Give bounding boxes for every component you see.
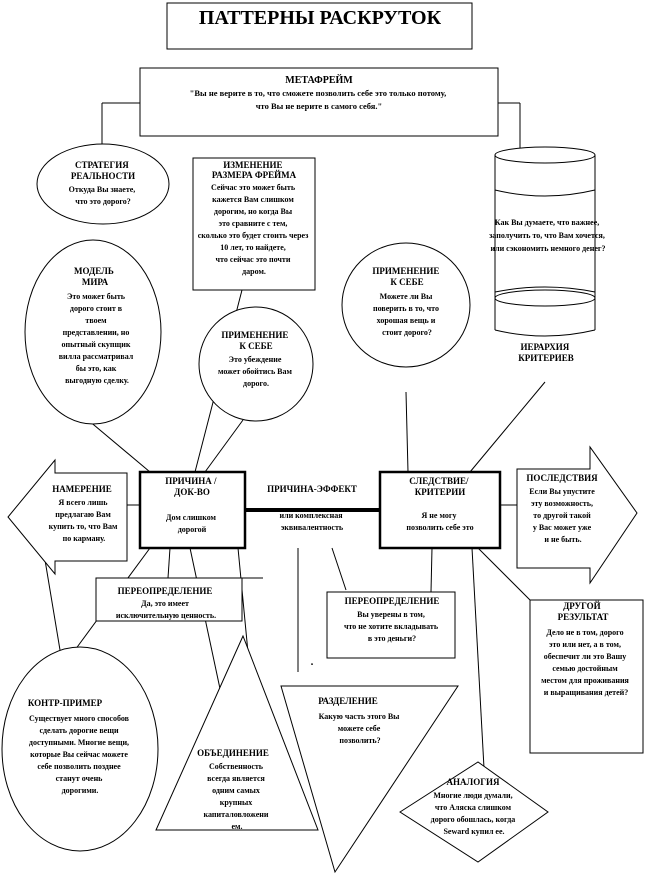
hierarchy-cylinders [494,146,596,337]
redefine-right-node [326,591,456,659]
reality-strategy-text: Откуда Вы знаете, что это дорого? [69,185,138,206]
cause-effect-label: ПРИЧИНА-ЭФФЕКТ [267,484,357,494]
chunk-up-text: Собственность всегда является одним самы… [204,762,271,831]
self-apply-left-node [198,306,314,422]
line-effect-outcome [477,547,531,601]
dot-mark: . [311,656,314,668]
title-box [166,2,473,50]
world-model-heading: МОДЕЛЬ МИРА [74,266,116,287]
intention-heading: НАМЕРЕНИЕ [52,484,112,494]
frame-size-text: Сейчас это может быть кажется Вам слишко… [198,183,311,276]
chunk-up-node [155,634,319,831]
redefine-right-heading: ПЕРЕОПРЕДЕЛЕНИЕ [345,596,440,606]
self-apply-right-text: Можете ли Вы поверить в то, что хорошая … [373,292,441,337]
another-outcome-node [529,599,644,754]
cause-node [138,470,247,550]
world-model-text: Это может быть дорого стоит в твоем пред… [59,292,136,385]
redefine-right-text: Вы уверены в том, что не хотите вкладыва… [344,610,440,643]
line-effect-redefine [430,547,433,593]
intention-text: Я всего лишь предлагаю Вам купить то, чт… [49,498,120,543]
metaframe-text: "Вы не верите в то, что сможете позволит… [190,88,449,111]
redefine-left-heading: ПЕРЕОПРЕДЕЛЕНИЕ [118,586,213,596]
line-effect-hierarchy [469,381,546,473]
line-split-left [331,547,347,591]
line-cause-worldmodel [87,419,151,473]
counter-example-node [1,646,159,852]
line-intention-counter [44,559,61,651]
intention-node [7,458,128,576]
chunk-down-node [280,685,459,874]
reality-strategy-heading: СТРАТЕГИЯ РЕАЛЬНОСТИ [71,160,135,181]
analogy-text: Многие люди думали, что Аляска слишком д… [431,791,518,836]
hierarchy-label: ИЕРАРХИЯ КРИТЕРИЕВ [518,342,574,363]
cause-heading: ПРИЧИНА / ДОК-ВО [165,476,219,497]
analogy-node [399,761,549,863]
consequence-heading: ПОСЛЕДСТВИЯ [526,473,598,483]
another-outcome-text: Дело не в том, дорого это или нет, а в т… [541,628,631,697]
consequence-node [516,445,638,585]
chunk-down-heading: РАЗДЕЛЕНИЕ [318,696,378,706]
world-model-node [24,239,162,425]
cause-text: Дом слишком дорогой [166,513,218,534]
frame-size-node [192,157,316,291]
analogy-heading: АНАЛОГИЯ [447,777,500,787]
chunk-down-text: Какую часть этого Вы можете себе позволи… [319,712,402,745]
effect-node [378,470,502,550]
line-cause-self-left [204,419,244,473]
effect-heading: СЛЕДСТВИЕ/ КРИТЕРИИ [409,476,470,497]
metaframe-heading: МЕТАФРЕЙМ [285,74,353,86]
criteria-question-text: Как Вы думаете, что важнее, заполучить т… [489,218,607,253]
line-cause-redefine [167,547,171,579]
reality-strategy-node [36,143,170,225]
redefine-left-text: Да, это имеет исключительную ценность. [116,599,216,620]
self-apply-left-heading: ПРИМЕНЕНИЕ К СЕБЕ [221,330,290,351]
counter-example-text: Существует много способов сделать дороги… [29,714,131,795]
effect-text: Я не могу позволить себе это [406,511,473,532]
redefine-left-node [95,577,243,622]
self-apply-left-text: Это убеждение может обойтись Вам дорого. [218,355,294,388]
complex-equivalence-label: или комплексная эквивалентность [279,511,344,532]
frame-size-heading: ИЗМЕНЕНИЕ РАЗМЕРА ФРЕЙМА [212,160,297,180]
self-apply-right-heading: ПРИМЕНЕНИЕ К СЕБЕ [372,266,441,287]
line-effect-self-right [405,391,409,473]
counter-example-heading: КОНТР-ПРИМЕР [28,698,103,708]
metaframe-box [139,67,499,137]
line-effect-analogy [471,547,485,769]
consequence-text: Если Вы упустите эту возможность, то дру… [529,487,597,544]
another-outcome-heading: ДРУГОЙ РЕЗУЛЬТАТ [558,601,609,622]
chunk-up-heading: ОБЪЕДИНЕНИЕ [197,748,269,758]
self-apply-right-node [341,242,471,368]
page-title: ПАТТЕРНЫ РАСКРУТОК [199,7,442,29]
